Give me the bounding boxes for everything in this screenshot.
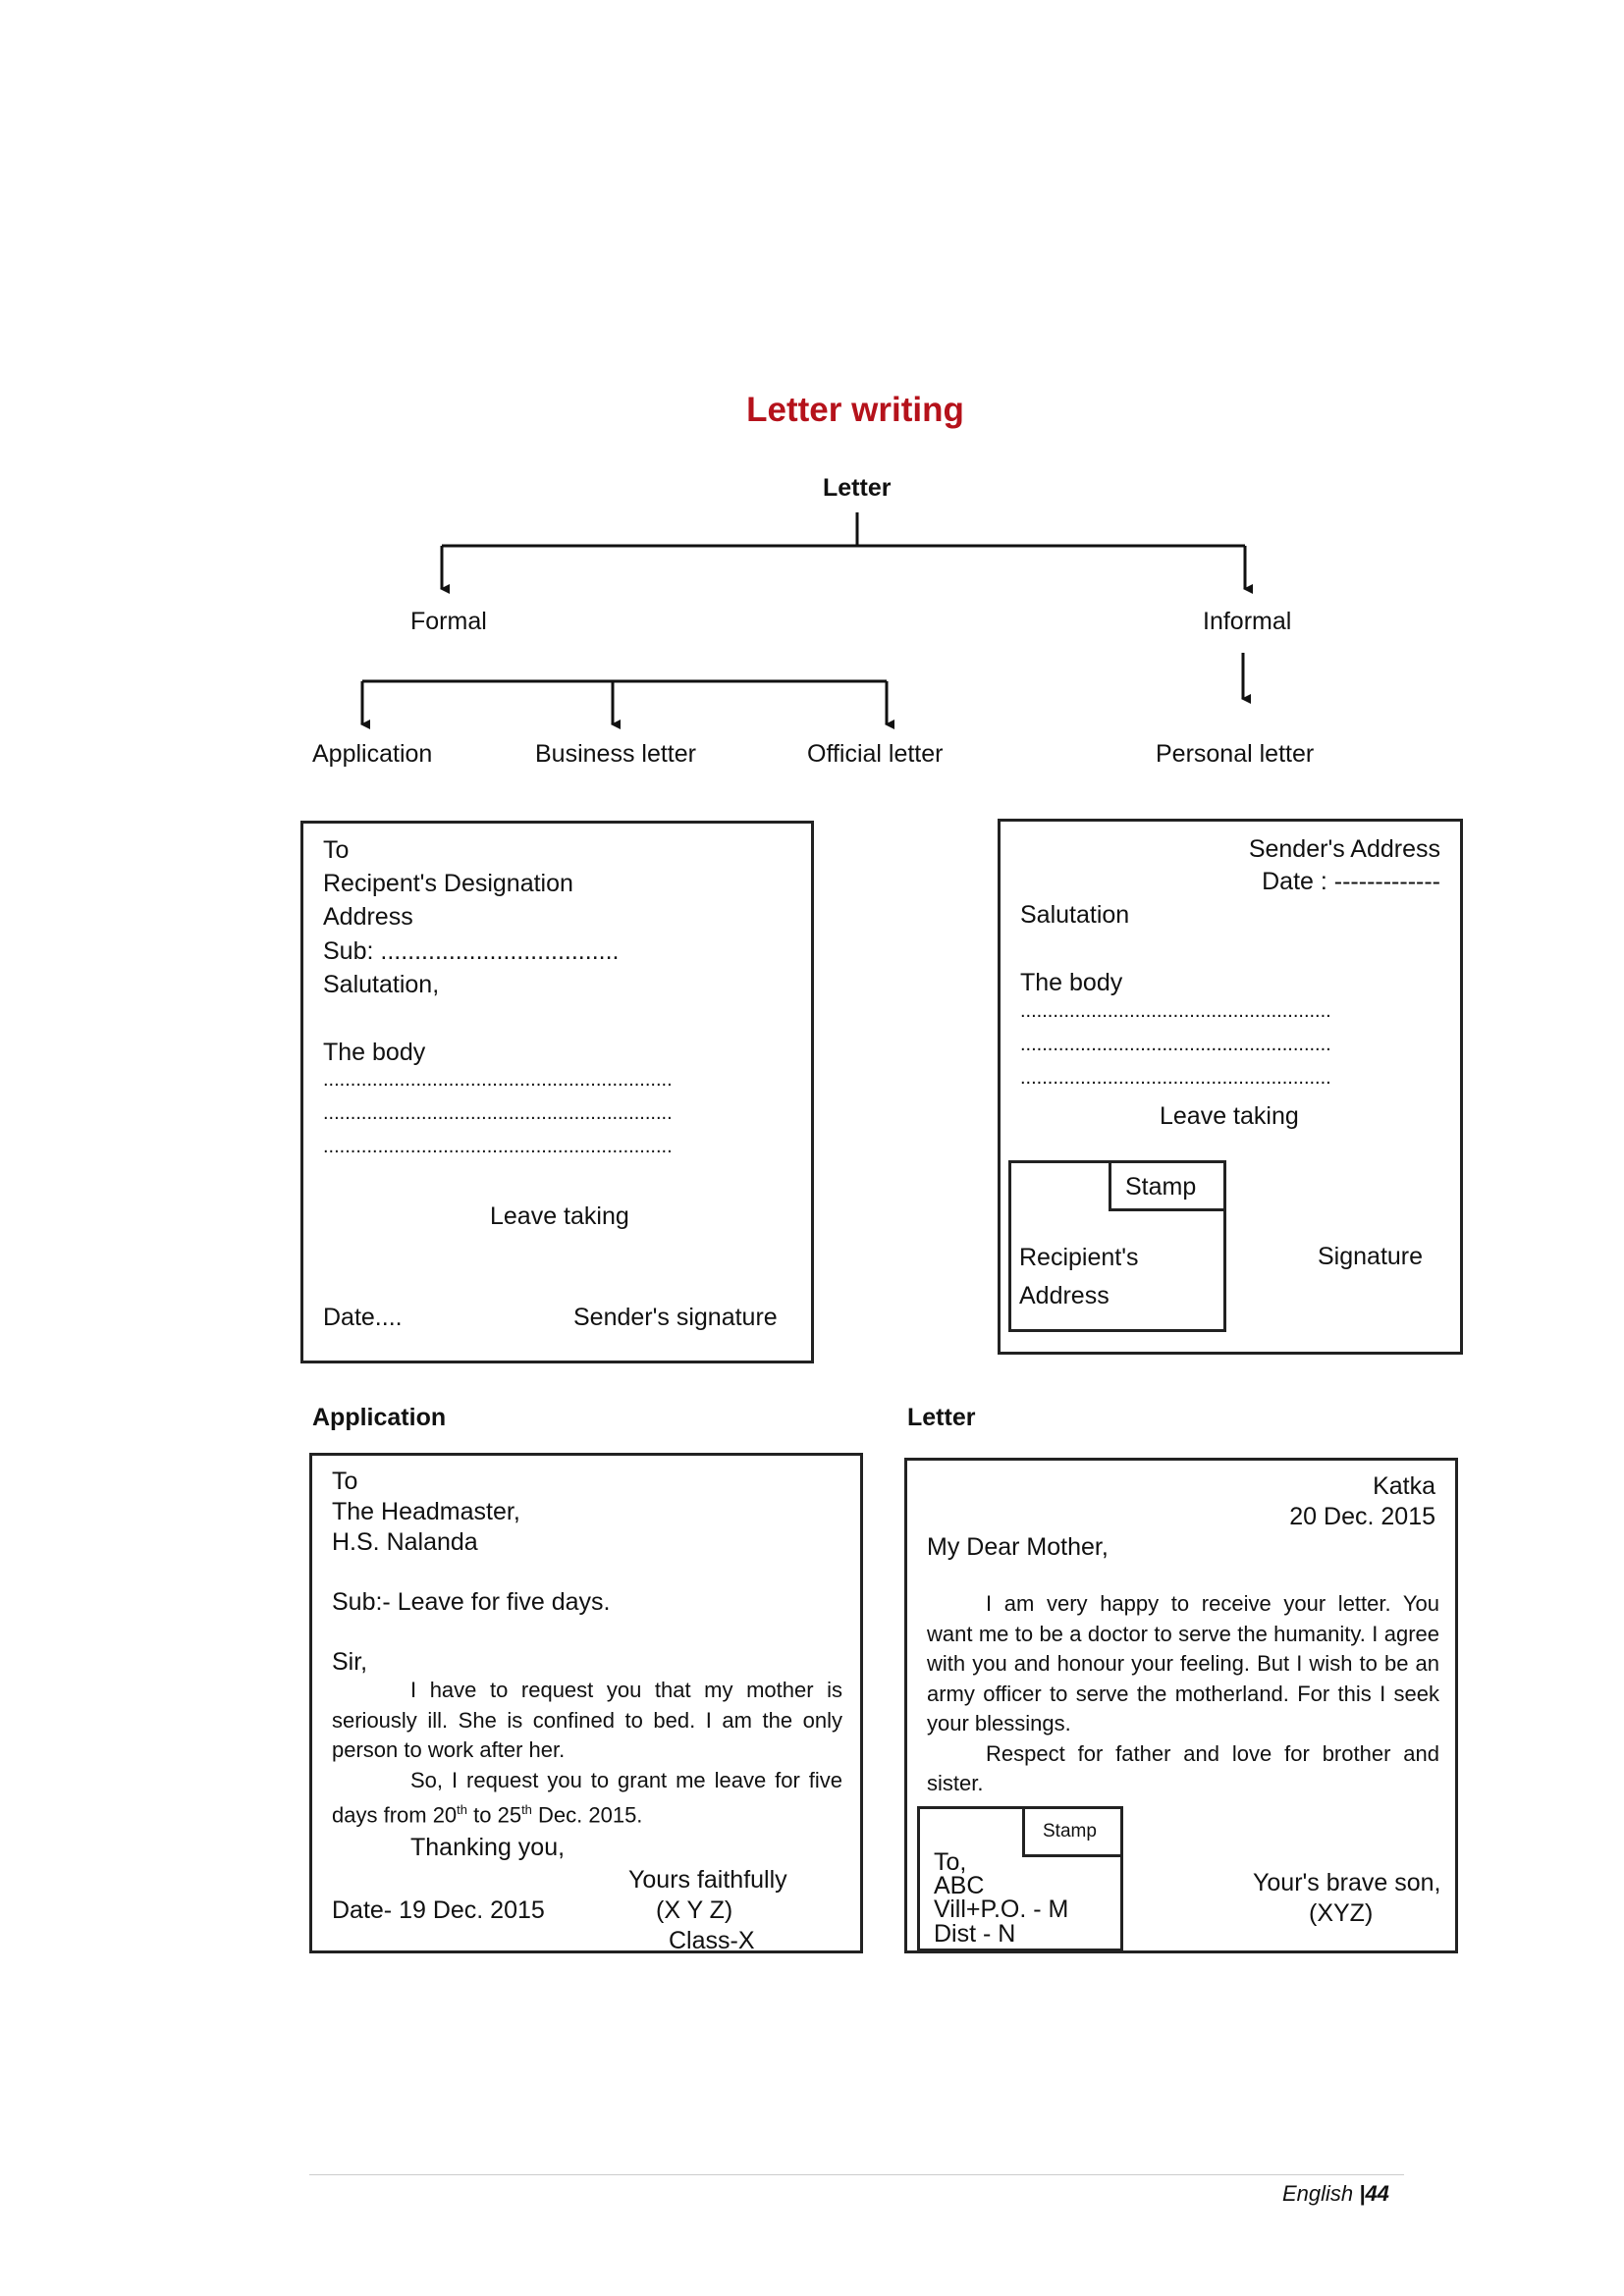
- letter-place: Katka: [1373, 1472, 1435, 1500]
- letter-para2: Respect for father and love for brother …: [927, 1740, 1439, 1796]
- envelope-stamp-label: Stamp: [1043, 1821, 1097, 1842]
- informal-date: Date : -------------: [1262, 868, 1440, 895]
- app-recipient: The Headmaster,: [332, 1498, 520, 1525]
- app-to: To: [332, 1468, 358, 1495]
- stamp-label: Stamp: [1125, 1173, 1197, 1201]
- formal-dots-line: ........................................…: [323, 1136, 673, 1157]
- app-closing: Yours faithfully: [628, 1866, 787, 1894]
- formal-address: Address: [323, 903, 413, 931]
- informal-dots-line: ........................................…: [1020, 1067, 1331, 1089]
- formal-signature: Sender's signature: [573, 1304, 778, 1331]
- informal-sender-address: Sender's Address: [1248, 835, 1440, 863]
- formal-to: To: [323, 836, 350, 864]
- tree-formal: Formal: [410, 608, 487, 635]
- app-salutation: Sir,: [332, 1648, 368, 1676]
- tree-official-letter: Official letter: [807, 740, 944, 768]
- footer-subject: English: [1282, 2181, 1354, 2206]
- envelope-name: ABC: [934, 1872, 985, 1899]
- app-school: H.S. Nalanda: [332, 1528, 478, 1556]
- formal-salutation: Salutation,: [323, 971, 440, 998]
- informal-format-box: Sender's Address Date : ------------- Sa…: [998, 819, 1463, 1355]
- app-para1: I have to request you that my mother is …: [332, 1678, 842, 1762]
- footer-divider: [309, 2174, 1404, 2175]
- envelope-village: Vill+P.O. - M: [934, 1896, 1069, 1923]
- recipient-label-line2: Address: [1019, 1282, 1110, 1309]
- page-title: Letter writing: [746, 391, 964, 429]
- letter-body: I am very happy to receive your letter. …: [927, 1589, 1439, 1799]
- letter-date: 20 Dec. 2015: [1289, 1503, 1435, 1530]
- footer-separator: |: [1353, 2181, 1366, 2206]
- app-subject: Sub:- Leave for five days.: [332, 1588, 611, 1616]
- letter-salutation: My Dear Mother,: [927, 1533, 1109, 1561]
- informal-dots-line: ........................................…: [1020, 1000, 1331, 1022]
- footer-page-number: 44: [1365, 2181, 1389, 2206]
- app-body: I have to request you that my mother is …: [332, 1676, 842, 1831]
- letter-closing: Your's brave son,: [1253, 1869, 1441, 1896]
- envelope-stamp-box: Stamp: [1022, 1806, 1123, 1857]
- page-footer: English |44: [1282, 2181, 1389, 2207]
- tree-business-letter: Business letter: [535, 740, 696, 768]
- tree-informal: Informal: [1203, 608, 1292, 635]
- letter-name: (XYZ): [1309, 1899, 1374, 1927]
- informal-salutation: Salutation: [1020, 901, 1130, 929]
- informal-signature: Signature: [1318, 1243, 1424, 1270]
- app-thanks: Thanking you,: [410, 1834, 566, 1861]
- stamp-box: Stamp: [1109, 1160, 1226, 1211]
- envelope-to: To,: [934, 1848, 967, 1876]
- recipient-label-line1: Recipient's: [1019, 1244, 1139, 1271]
- letter-para1: I am very happy to receive your letter. …: [927, 1591, 1439, 1735]
- formal-subject: Sub: ...................................: [323, 937, 620, 965]
- informal-dots-line: ........................................…: [1020, 1034, 1331, 1055]
- envelope-address-box: Stamp To, ABC Vill+P.O. - M Dist - N: [917, 1806, 1123, 1951]
- formal-body: The body: [323, 1039, 426, 1066]
- formal-dots-line: ........................................…: [323, 1069, 673, 1091]
- formal-dots-line: ........................................…: [323, 1102, 673, 1124]
- informal-body: The body: [1020, 969, 1123, 996]
- formal-date: Date....: [323, 1304, 403, 1331]
- app-date: Date- 19 Dec. 2015: [332, 1896, 545, 1924]
- letter-heading: Letter: [907, 1404, 976, 1431]
- formal-format-box: To Recipent's Designation Address Sub: .…: [300, 821, 814, 1363]
- envelope-district: Dist - N: [934, 1920, 1016, 1948]
- application-heading: Application: [312, 1404, 447, 1431]
- formal-leave-taking: Leave taking: [490, 1202, 629, 1230]
- letter-example-box: Katka 20 Dec. 2015 My Dear Mother, I am …: [904, 1458, 1458, 1953]
- tree-personal-letter: Personal letter: [1156, 740, 1315, 768]
- tree-root-letter: Letter: [823, 474, 892, 502]
- app-para2: So, I request you to grant me leave for …: [332, 1767, 842, 1828]
- letter-type-tree-connectors: [360, 512, 1253, 729]
- tree-application: Application: [312, 740, 433, 768]
- app-class: Class-X: [669, 1927, 755, 1954]
- informal-leave-taking: Leave taking: [1160, 1102, 1299, 1130]
- formal-designation: Recipent's Designation: [323, 870, 573, 897]
- recipient-address-box: Stamp Recipient's Address: [1008, 1160, 1226, 1332]
- application-example-box: To The Headmaster, H.S. Nalanda Sub:- Le…: [309, 1453, 863, 1954]
- app-name: (X Y Z): [656, 1896, 733, 1924]
